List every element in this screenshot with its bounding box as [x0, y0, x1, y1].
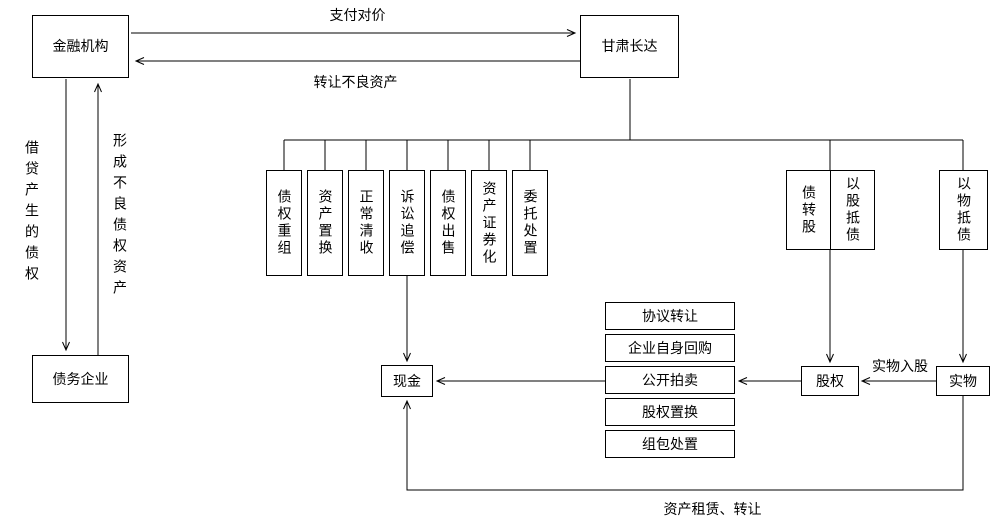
- disposal-method-label: 债权出售: [440, 189, 457, 257]
- label-loan-generated-debt: 借贷产生的债权: [24, 140, 40, 287]
- label-transfer-bad-assets: 转让不良资产: [313, 74, 398, 90]
- equity-disposal-label: 组包处置: [642, 435, 698, 452]
- disposal-method-box: 正常清收: [348, 170, 384, 276]
- in-kind-offset-debt-box: 以物抵债: [939, 170, 988, 250]
- disposal-method-box: 资产证券化: [471, 170, 507, 276]
- label-in-kind-shareholding: 实物入股: [872, 358, 928, 374]
- equity-disposal-box: 企业自身回购: [605, 334, 735, 362]
- label-pay-consideration: 支付对价: [329, 7, 386, 23]
- disposal-method-box: 资产置换: [307, 170, 343, 276]
- disposal-method-box: 债权出售: [430, 170, 466, 276]
- node-label: 金融机构: [52, 38, 109, 55]
- node-label: 实物: [949, 372, 977, 389]
- disposal-method-box: 委托处置: [512, 170, 548, 276]
- disposal-method-label: 诉讼追偿: [399, 189, 416, 257]
- label-asset-lease-transfer: 资产租赁、转让: [663, 501, 762, 517]
- equity-disposal-box: 协议转让: [605, 302, 735, 330]
- equity-disposal-label: 企业自身回购: [628, 339, 712, 356]
- disposal-method-label: 资产证券化: [481, 180, 498, 266]
- in-kind-offset-debt-label: 以物抵债: [955, 176, 972, 244]
- node-physical-goods: 实物: [936, 366, 990, 396]
- disposal-method-label: 资产置换: [317, 189, 334, 257]
- node-label: 现金: [393, 372, 421, 389]
- disposal-method-box: 诉讼追偿: [389, 170, 425, 276]
- equity-disposal-box: 公开拍卖: [605, 366, 735, 394]
- node-equity: 股权: [801, 366, 859, 396]
- equity-disposal-label: 协议转让: [642, 307, 698, 324]
- disposal-method-label: 正常清收: [358, 189, 375, 257]
- debt-to-equity-box: 债转股: [786, 170, 831, 250]
- node-cash: 现金: [381, 365, 433, 397]
- node-gansu-changda: 甘肃长达: [580, 15, 679, 78]
- node-label: 甘肃长达: [601, 38, 658, 55]
- disposal-method-label: 债权重组: [276, 189, 293, 257]
- node-label: 股权: [816, 372, 844, 389]
- edge-lease-transfer-to-cash: [403, 396, 964, 491]
- disposal-method-label: 委托处置: [522, 189, 539, 257]
- equity-disposal-label: 股权置换: [642, 403, 698, 420]
- equity-disposal-label: 公开拍卖: [642, 371, 698, 388]
- shares-offset-debt-box: 以股抵债: [830, 170, 875, 250]
- label-form-bad-debt-assets: 形成不良债权资产: [112, 133, 128, 301]
- node-debtor-enterprise: 债务企业: [32, 355, 129, 403]
- node-label: 债务企业: [52, 370, 109, 387]
- equity-disposal-box: 组包处置: [605, 430, 735, 458]
- node-financial-institution: 金融机构: [32, 15, 129, 78]
- equity-disposal-box: 股权置换: [605, 398, 735, 426]
- disposal-method-box: 债权重组: [266, 170, 302, 276]
- shares-offset-debt-label: 以股抵债: [844, 176, 861, 244]
- debt-to-equity-label: 债转股: [800, 184, 817, 236]
